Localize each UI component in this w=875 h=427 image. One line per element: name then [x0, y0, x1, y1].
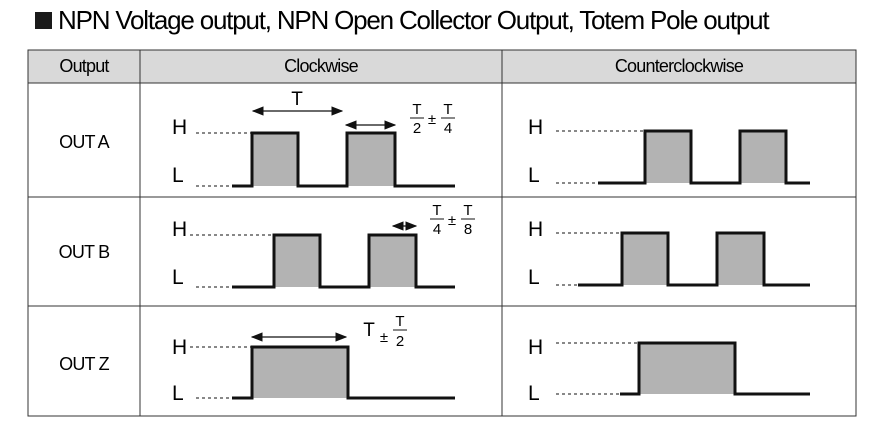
out-b-ccw-high-label: H	[528, 218, 543, 241]
table-grid	[27, 49, 857, 417]
out-b-cw-waveform	[232, 233, 455, 289]
out-a-ccw-high-label: H	[528, 116, 543, 139]
out-a-frac-den1: 2	[413, 120, 421, 137]
out-a-cw-waveform	[232, 131, 455, 188]
out-a-ccw-pulse-2	[740, 131, 786, 183]
square-bullet-icon	[35, 11, 52, 29]
out-b-cw-low-label: L	[172, 266, 184, 289]
out-a-cw-low-label: L	[172, 164, 184, 187]
out-a-ccw-waveform	[598, 129, 810, 185]
header-clockwise: Clockwise	[284, 56, 359, 76]
out-z-cw-waveform	[232, 345, 455, 400]
out-z-frac-num: T	[395, 313, 404, 330]
out-a-cw-high-label: H	[172, 116, 187, 139]
out-b-ccw-pulse-1	[622, 233, 668, 285]
out-b-frac-num1: T	[432, 202, 441, 219]
out-a-ccw-pulse-1	[645, 131, 691, 183]
out-z-cw-low-label: L	[172, 382, 184, 405]
out-a-frac-den2: 4	[444, 120, 452, 137]
out-z-cw-high-label: H	[172, 336, 187, 359]
row-label-out-b: OUT B	[59, 242, 110, 262]
row-label-out-z: OUT Z	[59, 354, 109, 374]
out-z-cw-pulse	[252, 347, 348, 398]
out-a-cw-pulse-1	[252, 133, 298, 186]
out-a-frac-num1: T	[412, 101, 421, 118]
header-counterclockwise: Counterclockwise	[615, 56, 744, 76]
row-label-out-a: OUT A	[59, 132, 109, 152]
out-b-ccw-waveform	[578, 231, 810, 287]
out-b-frac-den1: 4	[433, 221, 441, 238]
out-a-ccw-low-label: L	[528, 164, 540, 187]
out-b-cw-high-label: H	[172, 218, 187, 241]
out-z-ccw-low-label: L	[528, 382, 540, 405]
out-b-pm: ±	[448, 212, 456, 229]
out-a-cw-pulse-2	[347, 133, 395, 186]
out-z-ccw-high-label: H	[528, 336, 543, 359]
out-z-frac-den: 2	[396, 333, 404, 350]
page-title: NPN Voltage output, NPN Open Collector O…	[35, 3, 770, 37]
header-output: Output	[59, 56, 109, 76]
out-z-ccw-waveform	[620, 341, 810, 396]
out-a-pm: ±	[428, 111, 436, 128]
out-b-cw-pulse-2	[369, 235, 416, 287]
title-text: NPN Voltage output, NPN Open Collector O…	[58, 4, 770, 35]
out-b-frac-num2: T	[463, 202, 472, 219]
out-a-period-label: T	[291, 89, 303, 110]
out-z-ccw-pulse	[639, 343, 735, 394]
out-b-ccw-pulse-2	[717, 233, 764, 285]
out-z-pm: ±	[380, 329, 388, 346]
out-b-frac-den2: 8	[464, 221, 472, 238]
table-header-row	[28, 50, 856, 83]
out-b-cw-pulse-1	[274, 235, 320, 287]
out-b-ccw-low-label: L	[528, 266, 540, 289]
out-a-frac-num2: T	[443, 101, 452, 118]
out-z-lead-t: T	[363, 320, 375, 341]
